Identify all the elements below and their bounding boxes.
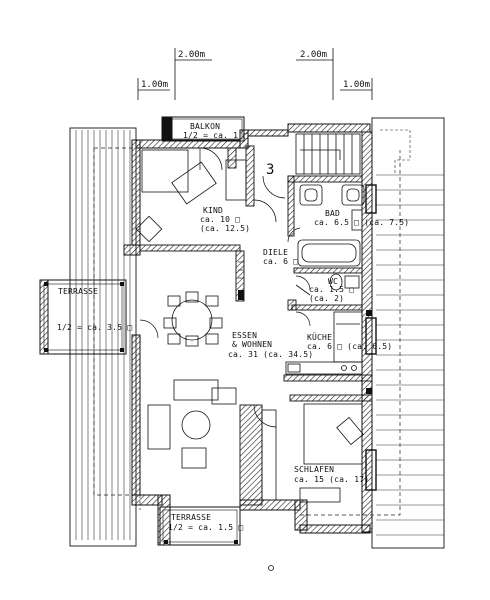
kind-name: KIND [203,206,224,215]
wc-fixtures [295,273,360,296]
inner-walls [139,145,373,506]
terrasse-west-area: 1/2 = ca. 3.5 □ [57,323,133,332]
unit-number: 3 [266,162,275,178]
schlafen-area: ca. 15 (ca. 17) [294,475,370,484]
terrasse-west-outline [39,279,127,355]
wc-name: WC [328,277,339,286]
wc-area-alt: (ca. 2) [309,294,345,303]
terrasse-west-name: TERRASSE [58,287,99,296]
essen-wohnen-area: ca. 31 (ca. 34.5) [228,350,314,359]
bathroom-fixtures [297,184,365,267]
terrasse-south-outline [159,506,241,546]
balkon-area: 1/2 = ca. 1 □ [183,131,249,140]
dim-top-right-outer: 2.00m [300,50,328,60]
kind-area-alt: (ca. 12.5) [200,224,251,233]
staircase [295,133,361,175]
windows [365,184,377,491]
bad-area: ca. 6.5 □ (ca. 7.5) [314,218,410,227]
balkon-name: BALKON [190,122,221,131]
dim-top-left-outer: 2.00m [178,50,206,60]
essen-wohnen-name-2: & WOHNEN [232,340,273,349]
door-swings [139,147,311,428]
dim-top-left-inner: 1.00m [141,80,169,90]
columns [44,282,372,544]
balkon-outline [161,116,245,142]
living-furniture [147,379,237,469]
schlafen-name: SCHLAFEN [294,465,335,474]
kitchen-fixtures [285,311,363,375]
dining-table [163,291,223,347]
kueche-area: ca. 6 □ (ca. 6.5) [307,342,393,351]
essen-wohnen-name-1: ESSEN [232,331,258,340]
kueche-name: KÜCHE [307,333,333,342]
kind-furniture [135,149,247,243]
schlafen-furniture [261,403,364,503]
diele-name: DIELE [263,248,289,257]
roof-right [371,117,445,549]
kind-area: ca. 10 □ [200,215,241,224]
terrasse-south-area: 1/2 = ca. 1.5 □ [168,523,244,532]
terrasse-south-name: TERRASSE [171,513,212,522]
diele-area: ca. 6 □ [263,257,299,266]
dim-top-right-inner: 1.00m [343,80,371,90]
dimension-lines [137,48,373,100]
wc-area: ca. 1.5 □ [309,285,355,294]
bad-name: BAD [325,209,341,218]
